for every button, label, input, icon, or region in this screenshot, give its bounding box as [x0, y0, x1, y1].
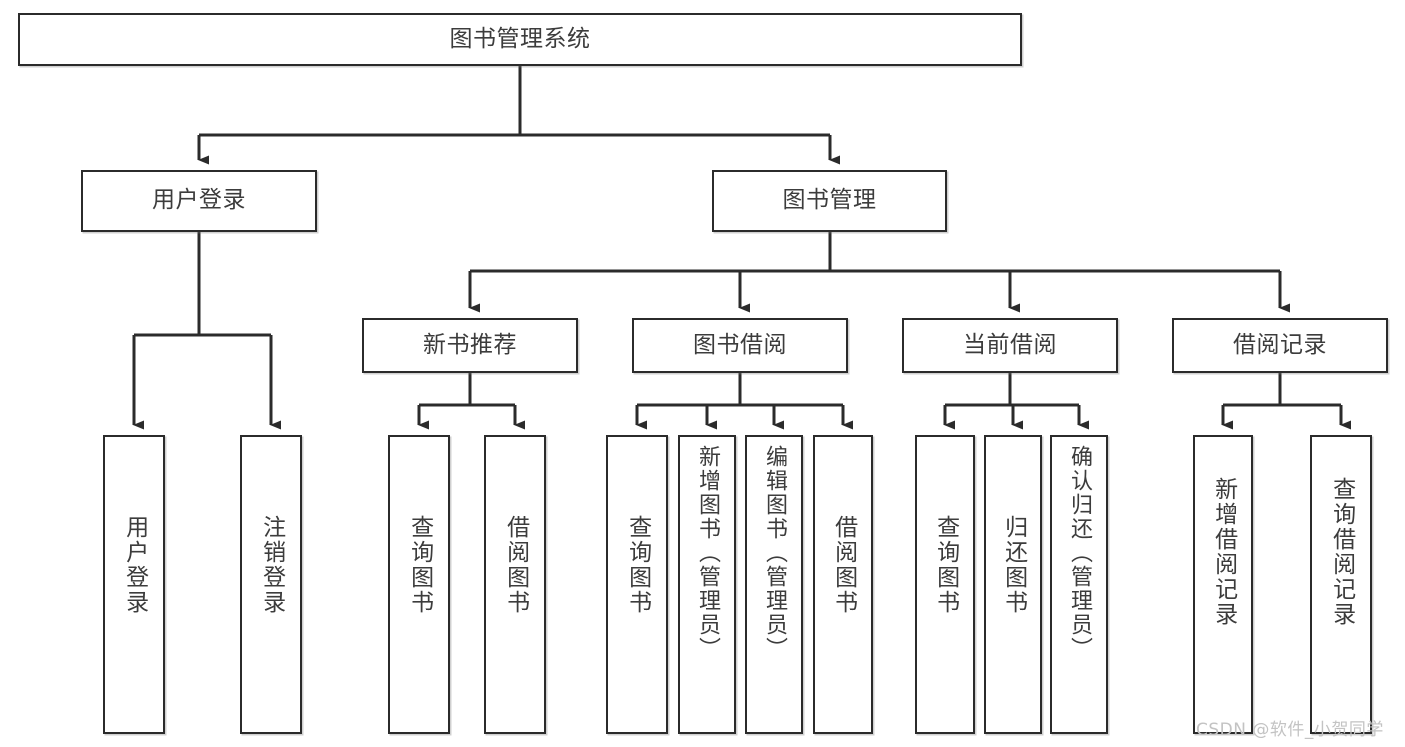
node-leaf-borrow-books[interactable]: 借阅图书 — [813, 435, 873, 734]
node-book-borrow[interactable]: 图书借阅 — [632, 318, 848, 373]
node-leaf-edit-book-admin[interactable]: 编辑图书（管理员） — [745, 435, 803, 734]
node-book-manage-label: 图书管理 — [782, 187, 877, 214]
node-leaf-query-books-borrow-label: 查询图书 — [624, 515, 651, 615]
node-root[interactable]: 图书管理系统 — [18, 13, 1022, 66]
node-leaf-query-books-current-label: 查询图书 — [932, 515, 959, 615]
node-leaf-logout-label: 注销登录 — [258, 515, 285, 615]
node-leaf-add-borrow-record[interactable]: 新增借阅记录 — [1193, 435, 1253, 734]
node-borrow-record[interactable]: 借阅记录 — [1172, 318, 1388, 373]
node-leaf-return-books-label: 归还图书 — [1000, 515, 1027, 615]
node-leaf-query-books-rec[interactable]: 查询图书 — [388, 435, 450, 734]
node-new-book-recommend[interactable]: 新书推荐 — [362, 318, 578, 373]
node-leaf-borrow-books-rec-label: 借阅图书 — [502, 515, 529, 615]
node-book-manage[interactable]: 图书管理 — [712, 170, 947, 232]
node-leaf-confirm-return-admin[interactable]: 确认归还（管理员） — [1050, 435, 1108, 734]
node-borrow-record-label: 借阅记录 — [1233, 331, 1327, 358]
node-leaf-query-books-borrow[interactable]: 查询图书 — [606, 435, 668, 734]
node-leaf-user-login[interactable]: 用户登录 — [103, 435, 165, 734]
node-leaf-add-book-admin[interactable]: 新增图书（管理员） — [678, 435, 736, 734]
node-leaf-user-login-label: 用户登录 — [121, 515, 148, 615]
node-current-borrow[interactable]: 当前借阅 — [902, 318, 1118, 373]
node-leaf-confirm-return-admin-label: 确认归还（管理员） — [1066, 445, 1092, 661]
node-leaf-query-books-rec-label: 查询图书 — [406, 515, 433, 615]
node-leaf-edit-book-admin-label: 编辑图书（管理员） — [761, 445, 787, 661]
node-leaf-logout[interactable]: 注销登录 — [240, 435, 302, 734]
node-leaf-return-books[interactable]: 归还图书 — [984, 435, 1042, 734]
node-user-login-label: 用户登录 — [152, 187, 246, 214]
node-leaf-query-borrow-record[interactable]: 查询借阅记录 — [1310, 435, 1372, 734]
node-leaf-add-book-admin-label: 新增图书（管理员） — [694, 445, 720, 661]
node-leaf-borrow-books-rec[interactable]: 借阅图书 — [484, 435, 546, 734]
node-leaf-borrow-books-label: 借阅图书 — [830, 515, 857, 615]
node-new-book-recommend-label: 新书推荐 — [423, 331, 517, 358]
node-leaf-query-borrow-record-label: 查询借阅记录 — [1328, 477, 1355, 627]
node-leaf-add-borrow-record-label: 新增借阅记录 — [1210, 477, 1237, 627]
node-book-borrow-label: 图书借阅 — [693, 331, 787, 358]
watermark-text: CSDN @软件_小贺同学 — [1196, 720, 1384, 740]
node-user-login[interactable]: 用户登录 — [81, 170, 317, 232]
node-root-label: 图书管理系统 — [449, 25, 591, 52]
node-current-borrow-label: 当前借阅 — [963, 331, 1057, 358]
node-leaf-query-books-current[interactable]: 查询图书 — [915, 435, 975, 734]
